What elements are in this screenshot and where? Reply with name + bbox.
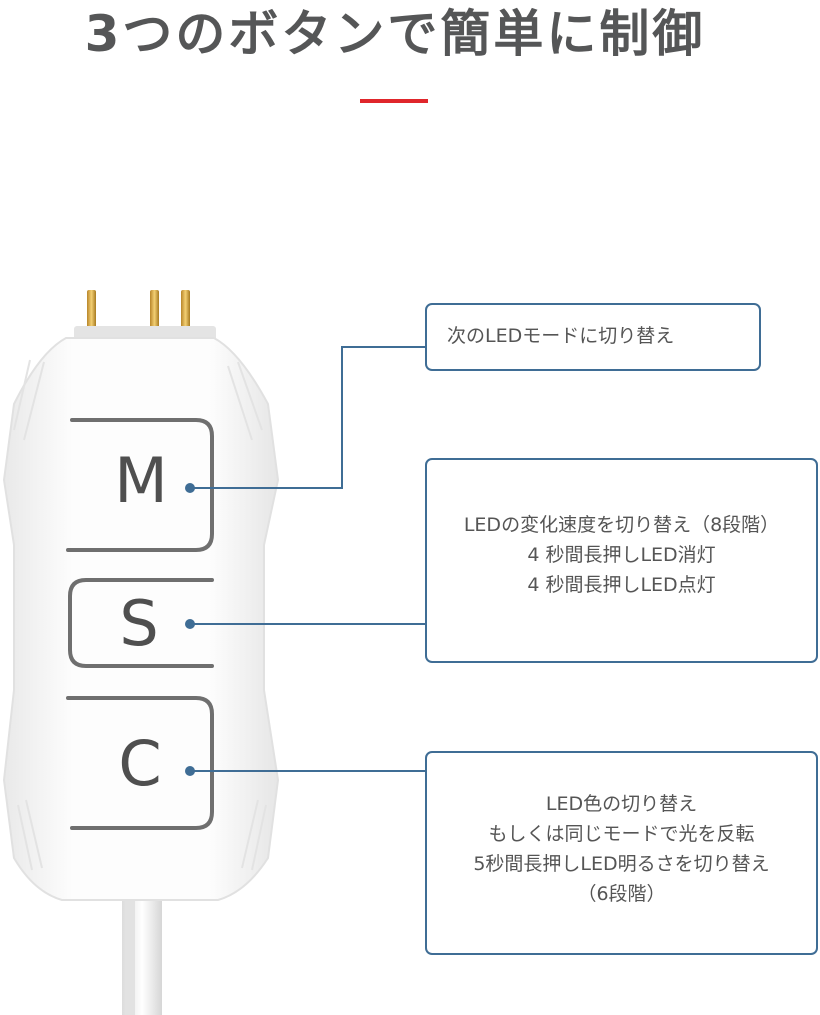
title-accent-line [360, 99, 428, 103]
leader-dots [185, 483, 195, 776]
callout-m-button: 次のLEDモードに切り替え [425, 303, 761, 371]
controller-body [2, 337, 280, 901]
c-button-outline [66, 696, 214, 830]
callout-c-line-2: もしくは同じモードで光を反転 [488, 823, 755, 845]
callout-c-button: LED色の切り替え もしくは同じモードで光を反転 5秒間長押しLED明るさを切り… [425, 751, 818, 955]
m-button-outline [66, 418, 214, 552]
callout-m-line-1: 次のLEDモードに切り替え [447, 325, 675, 347]
connector-pins [74, 290, 216, 344]
callout-s-line-1: LEDの変化速度を切り替え（8段階） [463, 514, 780, 536]
page-title: 3つのボタンで簡単に制御 [84, 5, 706, 63]
callout-s-line-3: 4 秒間長押しLED点灯 [527, 574, 716, 596]
cable [122, 898, 162, 1015]
m-button-label[interactable]: M [114, 444, 168, 517]
c-button-label[interactable]: C [118, 727, 162, 800]
leader-lines [190, 346, 426, 772]
callout-s-line-2: 4 秒間長押しLED消灯 [527, 544, 716, 566]
callout-s-button: LEDの変化速度を切り替え（8段階） 4 秒間長押しLED消灯 4 秒間長押しL… [425, 458, 818, 663]
side-grips [13, 359, 267, 871]
callout-c-line-4: （6段階） [577, 883, 666, 905]
s-button-label[interactable]: S [119, 587, 159, 660]
s-button-outline [68, 578, 214, 668]
callout-c-line-1: LED色の切り替え [545, 793, 698, 815]
callout-c-line-3: 5秒間長押しLED明るさを切り替え [473, 853, 770, 875]
